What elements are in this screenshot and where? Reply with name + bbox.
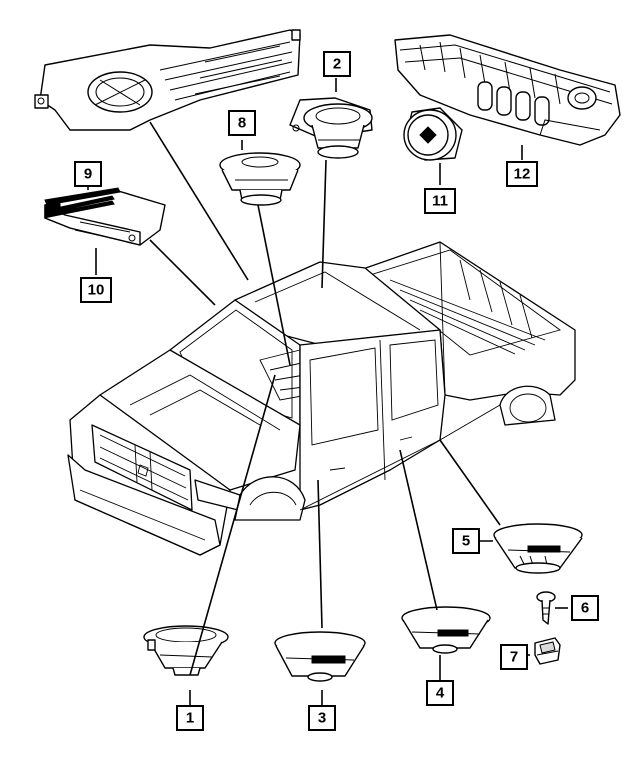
clip-fastener-part <box>534 637 561 665</box>
svg-text:1: 1 <box>186 710 194 727</box>
svg-text:4: 4 <box>436 685 445 702</box>
push-pin-fastener-part <box>536 591 556 625</box>
callout-7: 7 <box>500 644 528 670</box>
svg-text:10: 10 <box>88 282 105 299</box>
pickup-truck-illustration <box>67 241 576 556</box>
speaker-part-5 <box>493 523 583 574</box>
callout-8: 8 <box>228 110 256 136</box>
speaker-part-2 <box>289 97 373 159</box>
svg-text:5: 5 <box>462 533 470 550</box>
svg-text:6: 6 <box>581 600 589 617</box>
rear-speaker-enclosure-part <box>394 34 621 146</box>
callout-4: 4 <box>426 680 454 706</box>
callout-2: 2 <box>323 51 351 77</box>
speaker-part-1 <box>143 625 229 676</box>
svg-text:9: 9 <box>84 166 92 183</box>
callout-5: 5 <box>452 528 480 554</box>
svg-text:8: 8 <box>238 115 246 132</box>
speaker-part-11 <box>403 107 463 161</box>
callout-3: 3 <box>308 705 336 731</box>
callout-1: 1 <box>176 705 204 731</box>
svg-text:11: 11 <box>432 193 448 210</box>
speaker-part-3 <box>274 631 366 682</box>
instrument-panel-speaker-bracket-part <box>34 29 301 131</box>
callout-11: 11 <box>424 188 456 214</box>
svg-text:12: 12 <box>514 166 531 183</box>
callout-9: 9 <box>74 161 102 187</box>
svg-text:2: 2 <box>333 56 341 73</box>
speaker-part-4 <box>401 606 491 654</box>
callout-10: 10 <box>80 277 112 303</box>
callout-12: 12 <box>506 161 538 187</box>
svg-text:3: 3 <box>318 710 326 727</box>
callout-6: 6 <box>571 595 599 621</box>
svg-text:7: 7 <box>510 649 518 666</box>
speaker-part-8 <box>219 152 301 206</box>
amplifier-part <box>44 187 166 246</box>
